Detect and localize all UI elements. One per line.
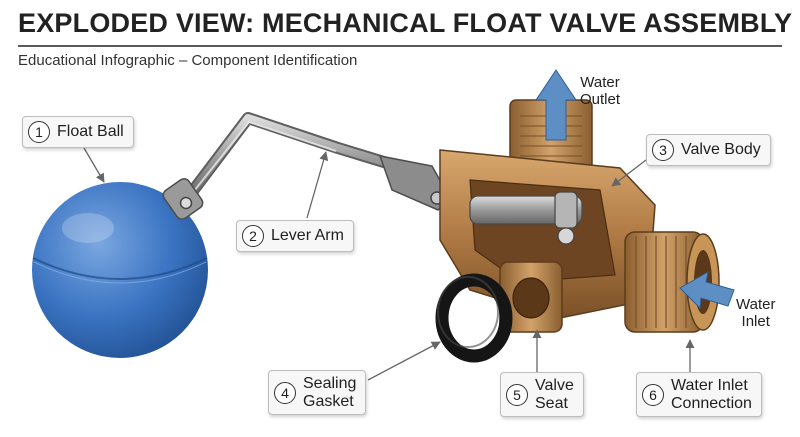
page-subtitle: Educational Infographic – Component Iden… bbox=[18, 52, 358, 69]
callout-label: Valve Body bbox=[681, 141, 761, 159]
callout-label: Water Inlet Connection bbox=[671, 377, 752, 412]
callout-number: 4 bbox=[274, 381, 296, 404]
callout-sealing-gasket: 4 Sealing Gasket bbox=[268, 370, 367, 416]
callout-number: 5 bbox=[506, 383, 528, 406]
callout-label: Valve Seat bbox=[535, 377, 574, 412]
water-outlet-arrow bbox=[535, 69, 577, 141]
callout-number: 2 bbox=[242, 225, 264, 247]
water-inlet-label: Water Inlet bbox=[736, 296, 776, 331]
callout-valve-seat: 5 Valve Seat bbox=[500, 372, 584, 418]
callout-label: Float Ball bbox=[57, 123, 124, 141]
float-ball bbox=[32, 178, 208, 358]
water-outlet-label: Water Outlet bbox=[580, 74, 621, 109]
callout-label: Sealing Gasket bbox=[303, 375, 357, 410]
callout-number: 1 bbox=[28, 121, 50, 143]
water-inlet-arrow bbox=[679, 271, 735, 310]
page-title: EXPLODED VIEW: MECHANICAL FLOAT VALVE AS… bbox=[18, 8, 793, 38]
callout-number: 3 bbox=[652, 139, 674, 161]
callout-float-ball: 1 Float Ball bbox=[22, 116, 134, 148]
callout-valve-body: 3 Valve Body bbox=[646, 134, 771, 166]
leader-lines bbox=[83, 147, 695, 381]
sealing-gasket bbox=[435, 273, 513, 363]
callout-lever-arm: 2 Lever Arm bbox=[236, 220, 354, 252]
callout-number: 6 bbox=[642, 383, 664, 406]
valve-body bbox=[439, 99, 720, 333]
lever-arm bbox=[180, 112, 451, 211]
callout-water-inlet-connection: 6 Water Inlet Connection bbox=[636, 372, 762, 418]
callout-label: Lever Arm bbox=[271, 227, 344, 245]
title-divider bbox=[18, 45, 782, 47]
